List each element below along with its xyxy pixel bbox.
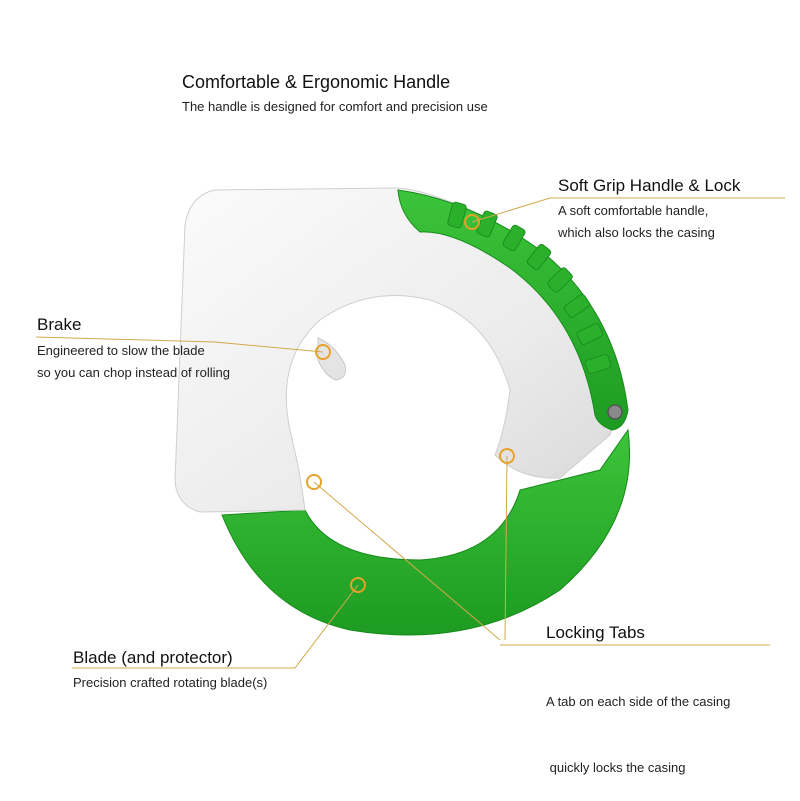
header-title: Comfortable & Ergonomic Handle [182, 72, 451, 92]
marker-brake [315, 344, 331, 360]
marker-tab-right [499, 448, 515, 464]
leader-lines [35, 197, 785, 669]
callout-line: quickly locks the casing [546, 760, 686, 775]
header-subtitle: The handle is designed for comfort and p… [182, 99, 488, 114]
marker-soft-grip [464, 214, 480, 230]
callout-line: so you can chop instead of rolling [37, 365, 230, 380]
callout-title: Soft Grip Handle & Lock [558, 176, 741, 195]
rivet [607, 404, 623, 420]
callout-brake-title: Brake [37, 315, 82, 334]
callout-line: which also locks the casing [558, 225, 715, 240]
callout-line: A soft comfortable handle, [558, 203, 709, 218]
grip-ridges [447, 201, 612, 375]
marker-blade [350, 577, 366, 593]
blade-protector [221, 428, 631, 636]
callout-line: Engineered to slow the blade [37, 343, 205, 358]
handle-body [174, 187, 617, 513]
callout-markers [306, 214, 515, 593]
callout-line: Precision crafted rotating blade(s) [73, 675, 268, 690]
callout-soft-grip: Soft Grip Handle & Lock [558, 176, 740, 196]
callout-soft-grip-desc: A soft comfortable handle, which also lo… [558, 200, 715, 244]
callout-line: A tab on each side of the casing [546, 694, 731, 709]
brake-nub [317, 337, 347, 381]
callout-blade-desc: Precision crafted rotating blade(s) [73, 672, 267, 694]
callout-blade-title: Blade (and protector) [73, 648, 233, 667]
callout-locking-tabs-title: Locking Tabs [546, 623, 645, 642]
callout-brake-desc: Engineered to slow the blade so you can … [37, 340, 230, 384]
marker-tab-left [306, 474, 322, 490]
callout-locking-tabs-desc: A tab on each side of the casing quickly… [546, 647, 730, 801]
